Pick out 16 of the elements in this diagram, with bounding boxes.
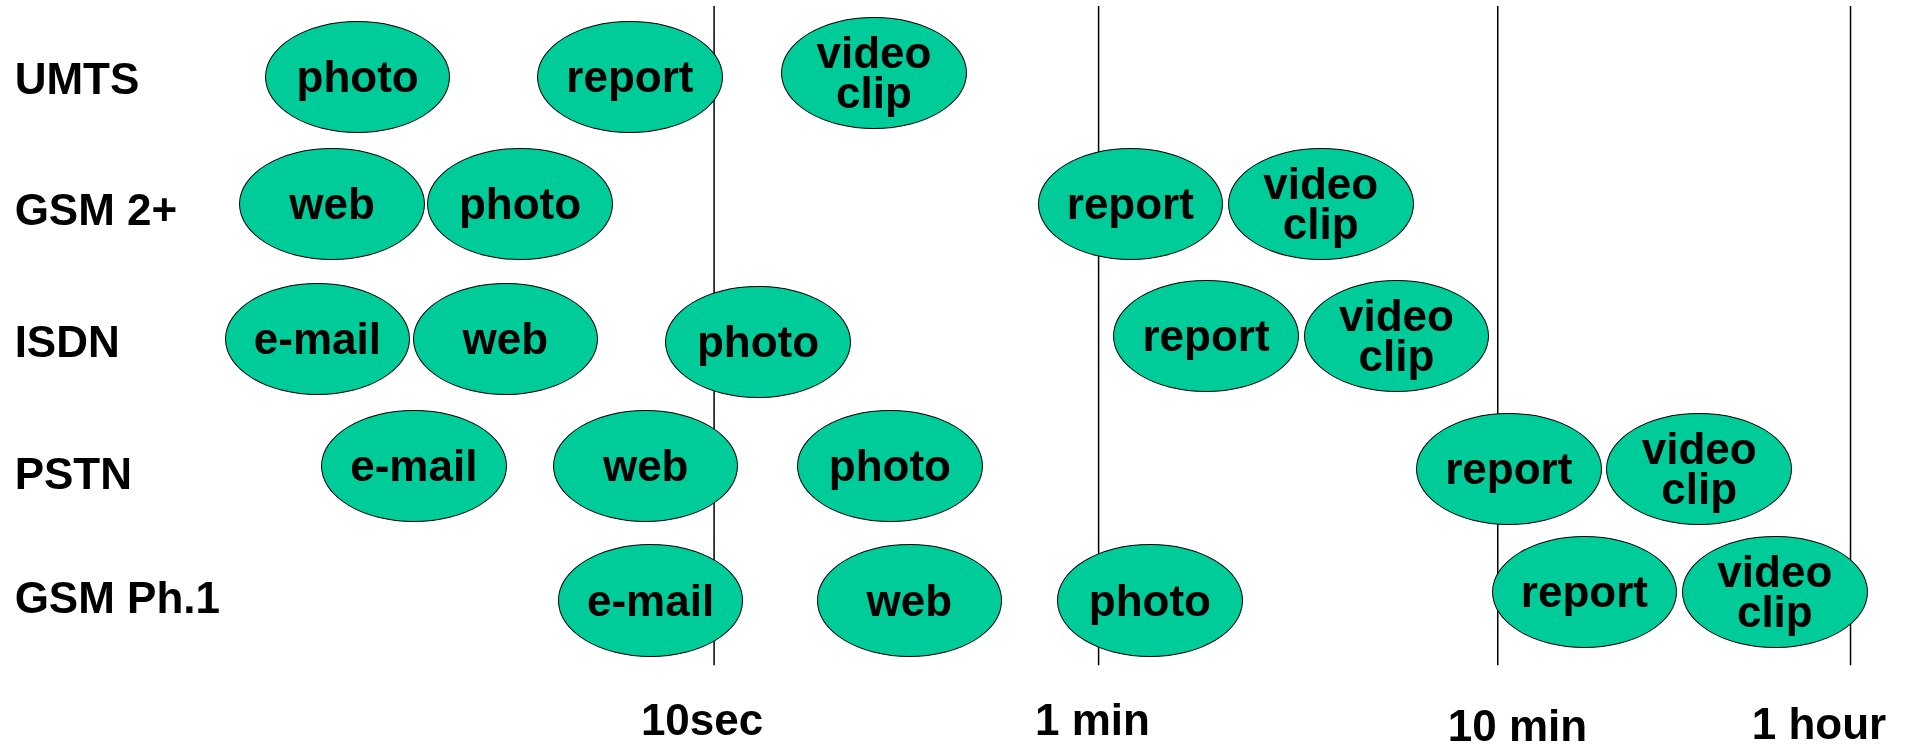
service-label: web — [866, 580, 953, 621]
service-label: e-mail — [253, 319, 381, 360]
service-label: e-mail — [350, 446, 478, 487]
service-label: web — [289, 183, 375, 224]
tick-label: 1 min — [1035, 695, 1150, 746]
tick-label: 1 hour — [1751, 698, 1887, 748]
service-label: e-mail — [587, 580, 715, 621]
row-label: PSTN — [14, 448, 132, 499]
row-label: GSM 2+ — [14, 184, 178, 235]
service-label: web — [462, 319, 549, 360]
row-label: UMTS — [14, 54, 140, 105]
tick-label: 10sec — [640, 695, 764, 746]
tick-label: 10 min — [1447, 701, 1588, 748]
row-label: GSM Ph.1 — [14, 573, 220, 624]
service-label: web — [602, 446, 689, 487]
row-label: ISDN — [14, 316, 120, 367]
